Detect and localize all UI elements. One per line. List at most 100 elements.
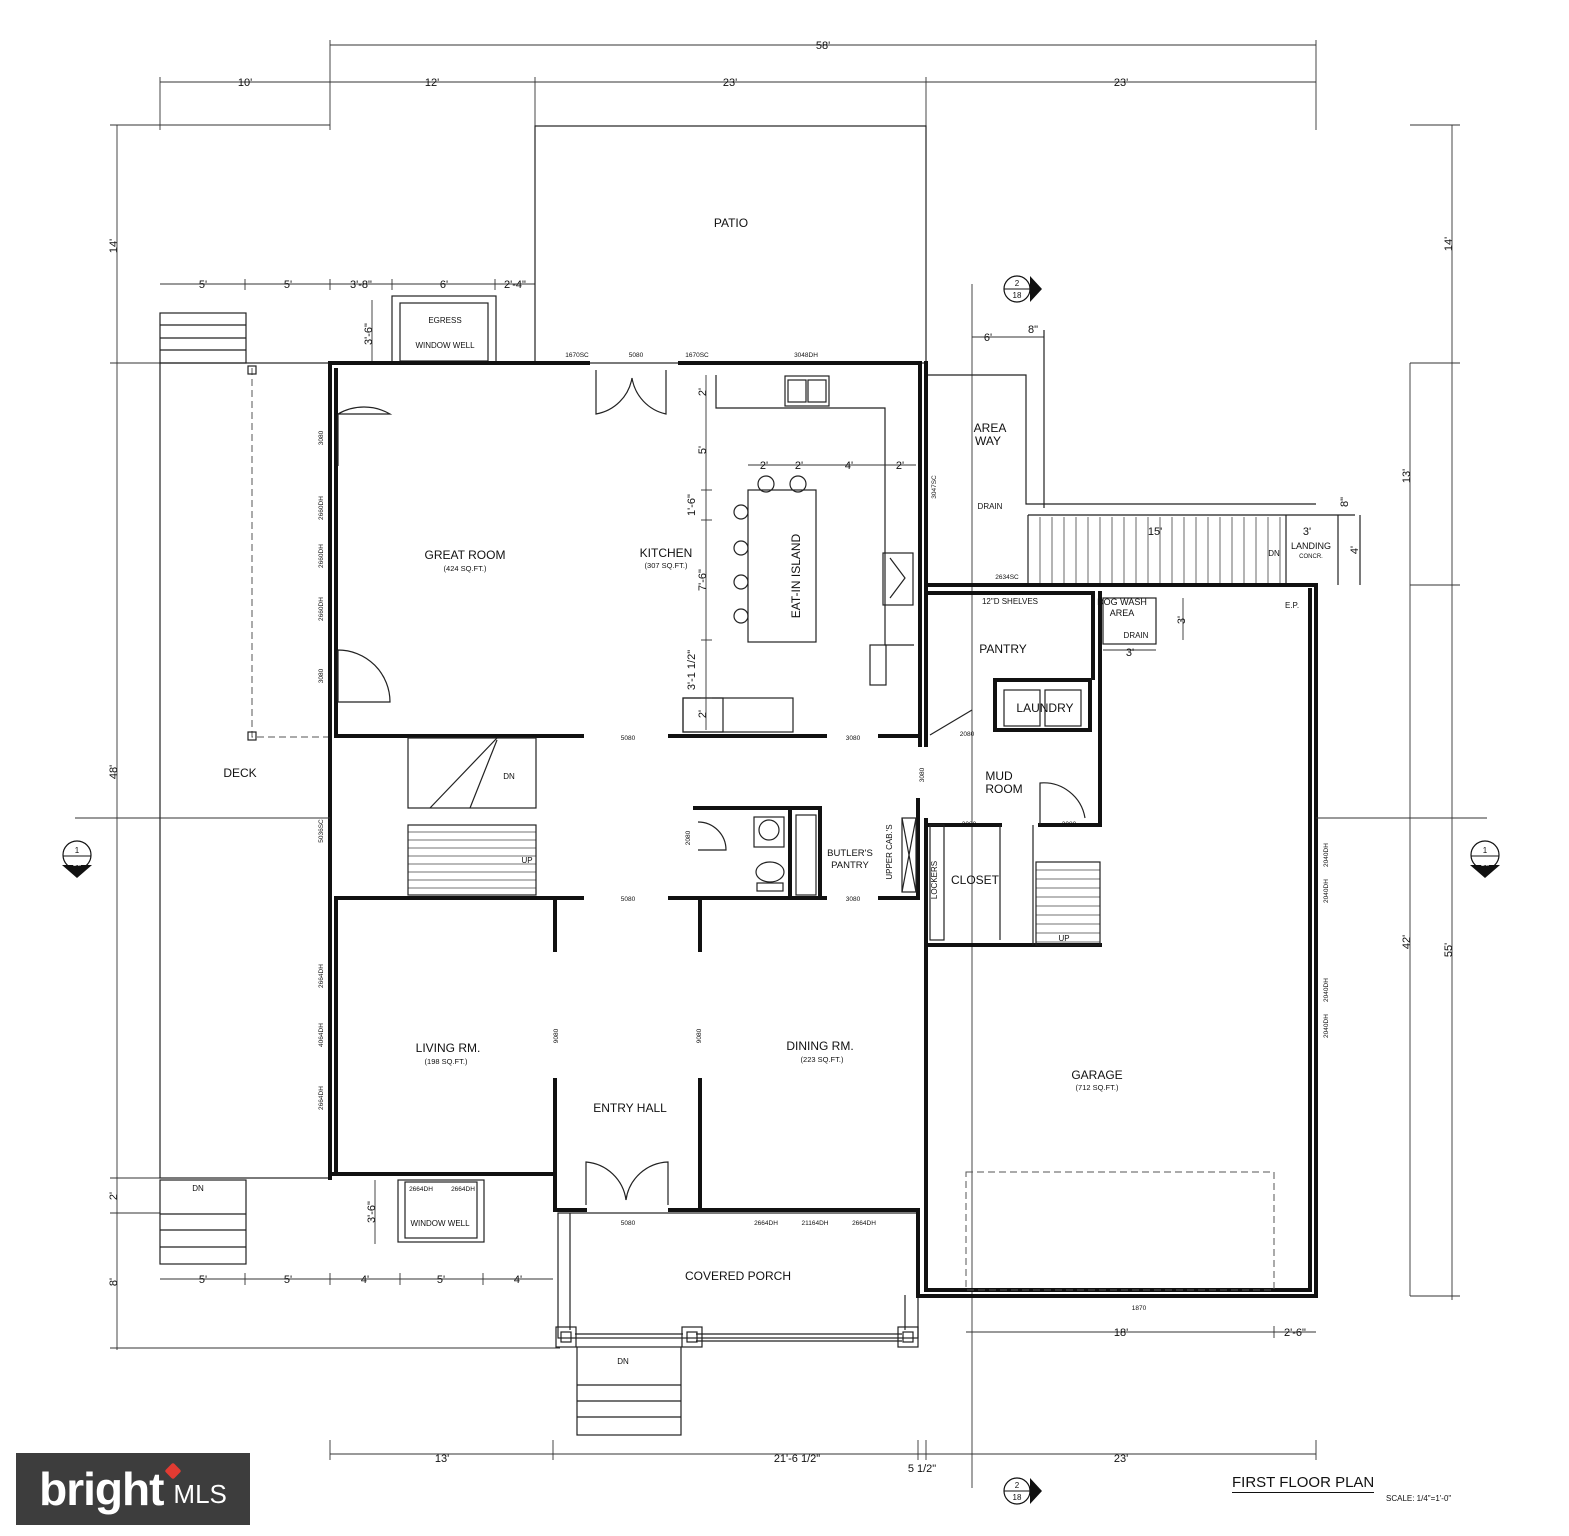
dim-porch-5a: 5' [199, 1274, 207, 1286]
dim-stair-4: 4' [1349, 546, 1361, 554]
interior-dimension-labels: 2' 5' 1'-6" 7'-6" 3'-1 1/2" 2' 2' 2' 4' … [686, 388, 1361, 718]
code-3080-b: 3080 [318, 668, 325, 683]
code-3080-a: 3080 [318, 430, 325, 445]
dim-row2-5b: 5' [284, 279, 292, 291]
code-2664dh-b: 2664DH [318, 1086, 325, 1110]
label-ep: E.P. [1285, 601, 1299, 610]
label-dog-wash-1: DOG WASH [1097, 597, 1147, 607]
exterior-areas [159, 125, 1361, 1436]
label-butlers-2: PANTRY [831, 860, 869, 871]
section-top-b: 18 [1013, 291, 1022, 300]
label-great-room-sqft: (424 SQ.FT.) [444, 564, 487, 573]
label-landing: LANDING [1291, 541, 1331, 551]
label-closet: CLOSET [951, 873, 1000, 887]
label-island: EAT-IN ISLAND [789, 533, 803, 618]
code-2660dh-a: 2660DH [318, 496, 325, 520]
dim-right-42: 42' [1401, 935, 1413, 949]
dim-ww-36: 3'-6" [363, 323, 375, 345]
dim-top-10: 10' [238, 77, 252, 89]
dim-porch-5b: 5' [284, 1274, 292, 1286]
code-1870: 1870 [1132, 1305, 1147, 1312]
dim-top-23b: 23' [1114, 77, 1128, 89]
label-dog-wash-2: AREA [1110, 608, 1135, 618]
dim-k-16: 1'-6" [686, 494, 698, 516]
code-2660dh-b: 2660DH [318, 544, 325, 568]
dim-gar-18: 18' [1114, 1327, 1128, 1339]
section-right-a: 1 [1483, 846, 1488, 855]
dim-porch-4a: 4' [361, 1274, 369, 1286]
dim-left-8: 8' [108, 1278, 120, 1286]
code-ww2-b: 2664DH [451, 1186, 475, 1193]
code-21164dh: 21164DH [802, 1220, 829, 1227]
label-upper-cabs: UPPER CAB.'S [885, 824, 894, 879]
dim-left-2: 2' [108, 1192, 120, 1200]
dim-left-14: 14' [108, 239, 120, 253]
dim-bot-512: 5 1/2" [908, 1463, 936, 1475]
code-3080-m2: 3080 [846, 896, 861, 903]
label-deck: DECK [223, 766, 256, 780]
code-9080-b: 9080 [696, 1028, 703, 1043]
dim-dw-3b: 3' [1126, 647, 1134, 659]
dim-k-2a: 2' [697, 388, 709, 396]
label-living-sqft: (198 SQ.FT.) [425, 1057, 468, 1066]
section-marker-right: 1 18 [1316, 817, 1500, 878]
label-kitchen: KITCHEN [640, 546, 693, 560]
code-2040dh-b: 2040DH [1323, 879, 1330, 903]
code-5080-m1: 5080 [621, 735, 636, 742]
code-3080-m1: 3080 [846, 735, 861, 742]
label-up-closet: UP [1058, 934, 1069, 943]
label-mud-room-2: ROOM [985, 782, 1022, 796]
plan-scale: SCALE: 1/4"=1'-0" [1386, 1494, 1452, 1503]
dim-overall-top: 58' [816, 40, 830, 52]
section-marker-top: 2 18 [1003, 275, 1042, 303]
code-5080-bot: 5080 [621, 1220, 636, 1227]
dim-stair-15: 15' [1148, 526, 1162, 538]
logo-accent-icon [164, 1462, 182, 1480]
dim-isl-2c: 2' [896, 460, 904, 472]
label-patio: PATIO [714, 216, 748, 230]
code-2664dh-d: 2664DH [852, 1220, 876, 1227]
label-dn-deck: DN [192, 1184, 204, 1193]
label-butlers-1: BUTLER'S [827, 848, 873, 859]
bottom-dimensions: 13' 21'-6 1/2" 5 1/2" 23' 5' 5' 4' 5' 4'… [160, 1180, 1317, 1475]
code-5080-top: 5080 [629, 352, 644, 359]
dim-k-76: 7'-6" [697, 569, 709, 591]
dim-stair-3: 3' [1303, 526, 1311, 538]
dim-porch-4b: 4' [514, 1274, 522, 1286]
code-3048dh: 3048DH [794, 352, 818, 359]
side-dimensions: 14' 48' 2' 8' 14' 13' 42' 55' [108, 124, 1460, 1350]
dim-row2-6: 6' [440, 279, 448, 291]
label-living: LIVING RM. [416, 1041, 481, 1055]
code-3080-d: 3080 [1062, 821, 1077, 828]
dim-dw-3a: 3' [1176, 616, 1188, 624]
label-laundry: LAUNDRY [1016, 701, 1073, 715]
dim-porch-5c: 5' [437, 1274, 445, 1286]
label-shelves: 12"D SHELVES [982, 597, 1038, 606]
code-3080-v: 3080 [919, 767, 926, 782]
code-2040dh-c: 2040DH [1323, 978, 1330, 1002]
code-4064dh: 4064DH [318, 1023, 325, 1047]
dim-isl-2a: 2' [760, 460, 768, 472]
code-2634sc: 2634SC [995, 574, 1019, 581]
exterior-stair-treads [408, 517, 1281, 943]
code-2080-a: 2080 [960, 731, 975, 738]
dim-bot-23: 23' [1114, 1453, 1128, 1465]
code-2664dh-a: 2664DH [318, 964, 325, 988]
dim-row2-24: 2'-4" [504, 279, 526, 291]
label-dining: DINING RM. [786, 1039, 853, 1053]
section-bot-a: 2 [1015, 1481, 1020, 1490]
dim-k-2b: 2' [697, 710, 709, 718]
code-3080-c: 3080 [962, 821, 977, 828]
label-area-way-2: WAY [975, 434, 1001, 448]
dim-right-13: 13' [1401, 469, 1413, 483]
dim-top-23a: 23' [723, 77, 737, 89]
label-kitchen-sqft: (307 SQ.FT.) [645, 561, 688, 570]
dim-k-5: 5' [697, 446, 709, 454]
label-egress-2: WINDOW WELL [415, 341, 475, 350]
dim-gar-26: 2'-6" [1284, 1327, 1306, 1339]
dim-row2-5a: 5' [199, 279, 207, 291]
plan-title: FIRST FLOOR PLAN [1232, 1474, 1375, 1493]
label-window-well: WINDOW WELL [410, 1219, 470, 1228]
label-up-stair: UP [521, 856, 532, 865]
